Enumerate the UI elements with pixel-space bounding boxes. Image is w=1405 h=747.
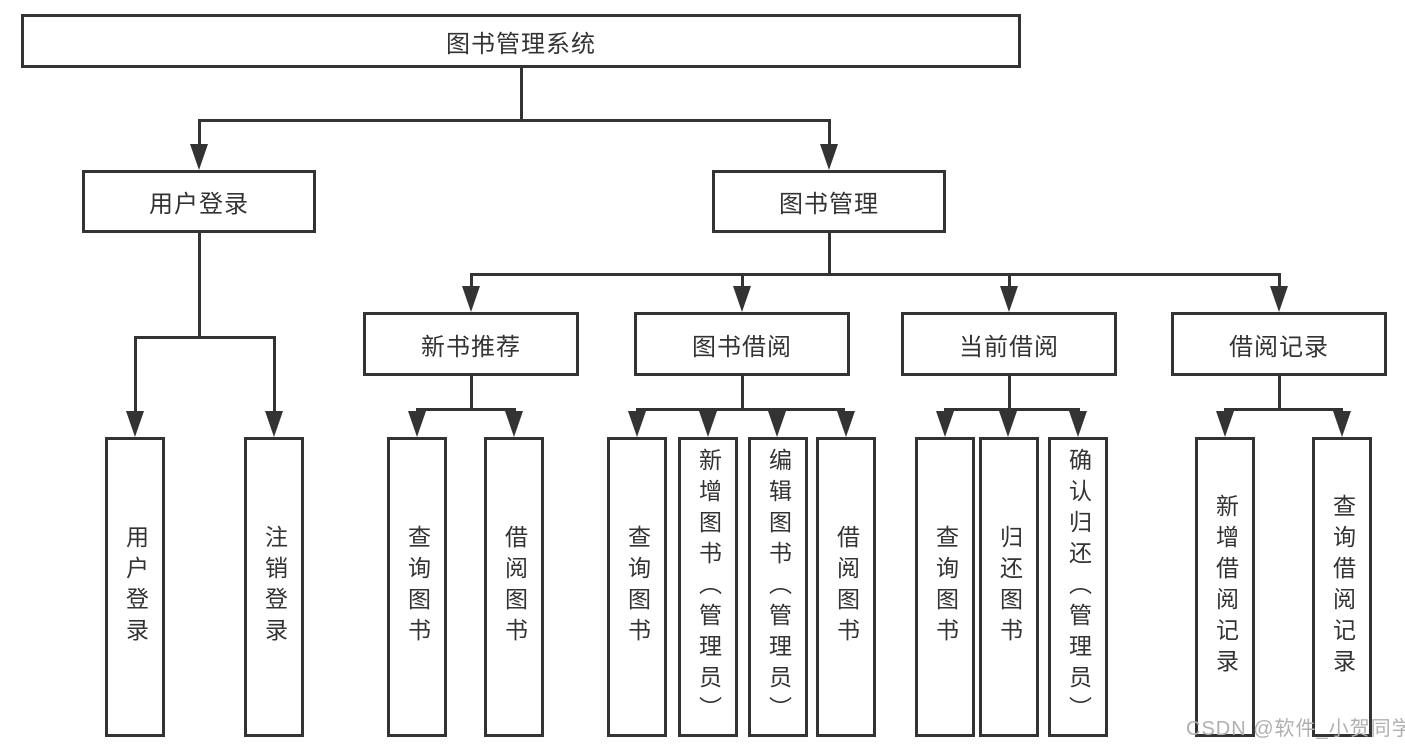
arrow-down-icon bbox=[699, 411, 717, 437]
node-library-management-system: 图书管理系统 bbox=[21, 14, 1021, 68]
connector-records-trunk bbox=[1278, 376, 1281, 408]
arrow-down-icon bbox=[768, 411, 786, 437]
node-label: 图书借阅 bbox=[692, 333, 792, 361]
arrow-down-icon bbox=[1270, 286, 1288, 312]
node-label: 新增借阅记录 bbox=[1212, 494, 1239, 680]
connector-stem-user-login bbox=[198, 119, 201, 149]
arrow-down-icon bbox=[408, 411, 426, 437]
connector-records-bar bbox=[1224, 408, 1343, 411]
connector-borrow-bar bbox=[636, 408, 845, 411]
node-label: 编辑图书（管理员） bbox=[765, 447, 792, 727]
node-query-books-borrow: 查询图书 bbox=[607, 437, 667, 737]
arrow-down-icon bbox=[1333, 411, 1351, 437]
node-borrow-books: 借阅图书 bbox=[816, 437, 876, 737]
connector-bookmgmt-bar bbox=[470, 273, 1281, 276]
arrow-down-icon bbox=[1216, 411, 1234, 437]
node-borrowing-records: 借阅记录 bbox=[1171, 312, 1387, 376]
connector-bookmgmt-trunk bbox=[828, 233, 831, 273]
connector-stem-level3 bbox=[470, 273, 473, 289]
node-query-books-current: 查询图书 bbox=[915, 437, 975, 737]
arrow-down-icon bbox=[462, 286, 480, 312]
connector-root-bar bbox=[198, 119, 831, 122]
node-label: 新书推荐 bbox=[421, 333, 521, 361]
node-label: 用户登录 bbox=[122, 525, 149, 649]
node-new-book-recommendation: 新书推荐 bbox=[363, 312, 579, 376]
arrow-down-icon bbox=[628, 411, 646, 437]
node-label: 用户登录 bbox=[149, 191, 249, 218]
node-book-management: 图书管理 bbox=[712, 170, 946, 233]
node-user-login-action: 用户登录 bbox=[105, 437, 165, 737]
node-return-books: 归还图书 bbox=[979, 437, 1039, 737]
connector-stem-leaf bbox=[134, 336, 137, 414]
node-edit-book-admin: 编辑图书（管理员） bbox=[748, 437, 808, 737]
connector-recommend-trunk bbox=[470, 376, 473, 408]
node-borrow-books-recommend: 借阅图书 bbox=[484, 437, 544, 737]
arrow-down-icon bbox=[999, 411, 1017, 437]
arrow-down-icon bbox=[190, 144, 208, 170]
node-book-borrowing: 图书借阅 bbox=[634, 312, 850, 376]
connector-root-trunk bbox=[520, 68, 523, 119]
node-label: 查询图书 bbox=[932, 525, 959, 649]
node-current-borrowing: 当前借阅 bbox=[901, 312, 1117, 376]
arrow-down-icon bbox=[820, 144, 838, 170]
node-label: 查询图书 bbox=[404, 525, 431, 649]
node-label: 图书管理系统 bbox=[446, 30, 596, 58]
arrow-down-icon bbox=[126, 411, 144, 437]
node-label: 归还图书 bbox=[996, 525, 1023, 649]
node-query-borrow-record: 查询借阅记录 bbox=[1312, 437, 1372, 737]
connector-stem-book-management bbox=[828, 119, 831, 149]
node-logout-action: 注销登录 bbox=[244, 437, 304, 737]
connector-stem-level3 bbox=[1008, 273, 1011, 289]
node-label: 借阅图书 bbox=[833, 525, 860, 649]
node-label: 图书管理 bbox=[779, 191, 879, 218]
watermark: CSDN @软件_小贺同学 bbox=[1186, 718, 1405, 740]
connector-current-bar bbox=[944, 408, 1080, 411]
node-label: 新增图书（管理员） bbox=[695, 447, 722, 727]
connector-user-bar bbox=[134, 336, 276, 339]
node-user-login: 用户登录 bbox=[82, 170, 316, 233]
connector-stem-leaf bbox=[273, 336, 276, 414]
node-label: 借阅记录 bbox=[1229, 333, 1329, 361]
connector-stem-level3 bbox=[741, 273, 744, 289]
arrow-down-icon bbox=[936, 411, 954, 437]
node-label: 当前借阅 bbox=[959, 333, 1059, 361]
connector-stem-level3 bbox=[1278, 273, 1281, 289]
connector-recommend-bar bbox=[416, 408, 516, 411]
node-query-books-recommend: 查询图书 bbox=[387, 437, 447, 737]
node-label: 查询图书 bbox=[624, 525, 651, 649]
arrow-down-icon bbox=[733, 286, 751, 312]
connector-current-trunk bbox=[1008, 376, 1011, 408]
node-confirm-return-admin: 确认归还（管理员） bbox=[1048, 437, 1108, 737]
node-label: 借阅图书 bbox=[501, 525, 528, 649]
arrow-down-icon bbox=[505, 411, 523, 437]
arrow-down-icon bbox=[837, 411, 855, 437]
node-label: 查询借阅记录 bbox=[1329, 494, 1356, 680]
node-label: 注销登录 bbox=[261, 525, 288, 649]
arrow-down-icon bbox=[265, 411, 283, 437]
node-add-book-admin: 新增图书（管理员） bbox=[678, 437, 738, 737]
arrow-down-icon bbox=[1000, 286, 1018, 312]
arrow-down-icon bbox=[1069, 411, 1087, 437]
node-label: 确认归还（管理员） bbox=[1065, 447, 1092, 727]
connector-user-trunk bbox=[198, 233, 201, 336]
connector-borrow-trunk bbox=[741, 376, 744, 408]
node-add-borrow-record: 新增借阅记录 bbox=[1195, 437, 1255, 737]
